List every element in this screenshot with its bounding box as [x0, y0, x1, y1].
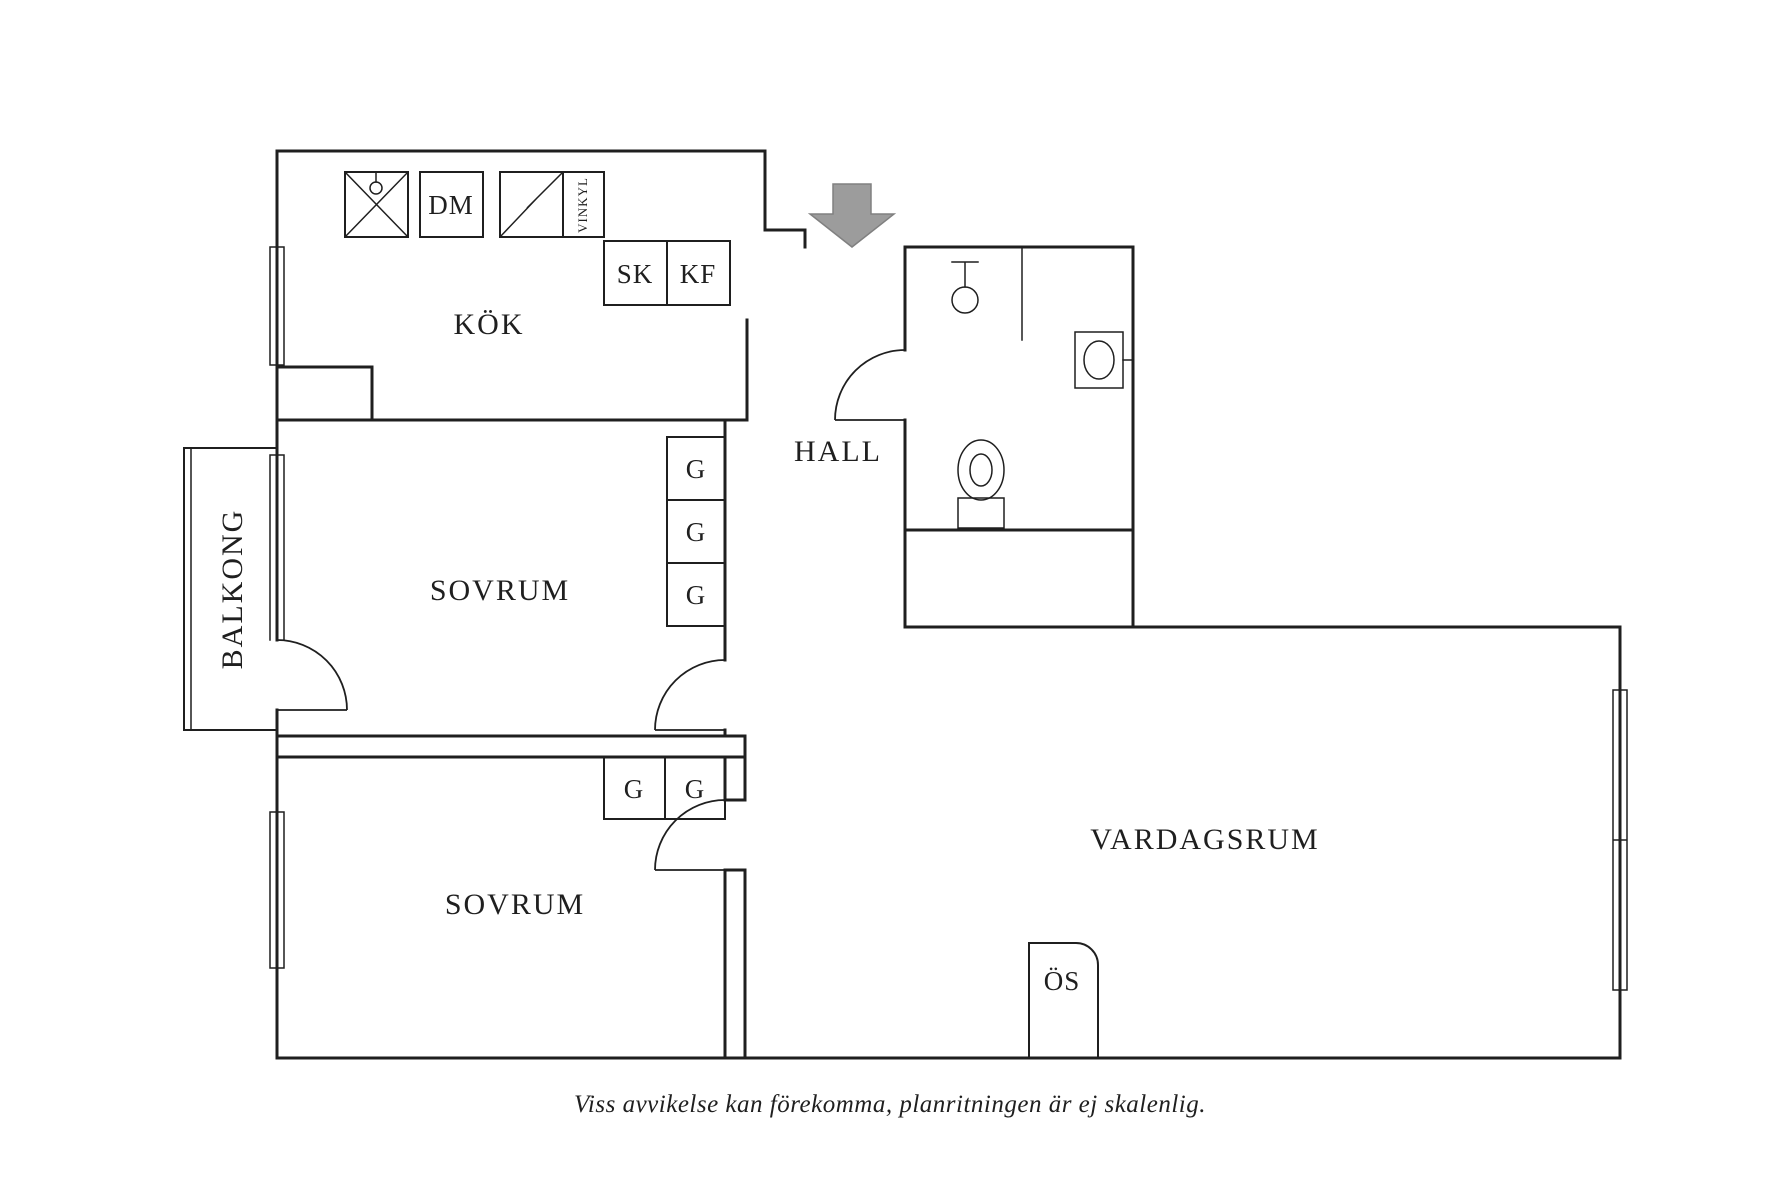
window-bedroom1-icon	[269, 454, 285, 641]
fridge-freezer-label: KF	[680, 259, 717, 289]
outer-walls	[275, 149, 1622, 1060]
fireplace-label: ÖS	[1044, 966, 1081, 996]
wardrobes-bedroom2: G G	[603, 756, 726, 820]
wall-top-kitchen-vestibule	[275, 149, 807, 249]
balcony-outline	[183, 447, 278, 731]
wall-bedroom2-living-divider	[723, 755, 747, 1060]
room-label-bedroom-upper: SOVRUM	[430, 574, 570, 607]
toilet-tank-icon	[957, 497, 1005, 529]
wine-fridge-box	[562, 171, 605, 238]
wall-right-bottom	[275, 245, 1622, 1060]
windows	[269, 246, 1628, 991]
fireplace-nook	[1028, 942, 1099, 1059]
room-label-balcony: BALKONG	[216, 509, 249, 670]
kitchen-fixtures: DM VINKYL SK KF	[343, 170, 731, 306]
room-label-kitchen: KÖK	[454, 308, 525, 341]
wardrobe-label: G	[686, 580, 707, 610]
sink-faucet-icon	[369, 181, 383, 195]
bath-sink-tap-icon	[951, 261, 979, 288]
stove-icon	[498, 170, 565, 239]
bedroom1-door-arc	[654, 659, 726, 731]
room-label-bedroom-lower: SOVRUM	[445, 888, 585, 921]
disclaimer-caption: Viss avvikelse kan förekomma, planritnin…	[574, 1091, 1206, 1118]
fridge-freezer-box	[666, 240, 731, 306]
dishwasher-box	[419, 171, 484, 238]
wardrobe-box	[666, 562, 726, 627]
sink-icon	[343, 170, 410, 239]
room-labels: KÖK HALL SOVRUM SOVRUM VARDAGSRUM BALKON…	[216, 308, 1320, 921]
toilet-bowl-icon	[957, 439, 1005, 501]
window-bedroom2-icon	[269, 811, 285, 969]
wall-kitchen-step	[275, 365, 374, 422]
bathroom-fixtures	[951, 246, 1134, 529]
internal-walls	[275, 245, 1135, 1060]
bathroom-door-arc	[834, 349, 906, 421]
washbasin-icon	[1083, 340, 1115, 380]
doors	[276, 349, 906, 871]
room-label-living-room: VARDAGSRUM	[1090, 823, 1320, 856]
window-kitchen-icon	[269, 246, 285, 366]
wardrobe-label: G	[624, 774, 645, 804]
wardrobe-label: G	[686, 517, 707, 547]
window-living-room-icon	[1612, 689, 1628, 991]
wine-fridge-label: VINKYL	[575, 177, 590, 233]
cleaning-cabinet-label: SK	[617, 259, 654, 289]
wardrobe-label: G	[686, 454, 707, 484]
bath-sink-icon	[951, 286, 979, 314]
entrance-arrow-icon	[807, 183, 897, 248]
toilet-seat-icon	[969, 453, 993, 487]
wardrobe-label: G	[685, 774, 706, 804]
wardrobe-box	[664, 756, 726, 820]
bedroom2-door-arc	[654, 799, 726, 871]
balcony-door-arc	[276, 639, 348, 711]
wall-bedroom-divider-band	[275, 734, 747, 759]
dishwasher-label: DM	[428, 190, 474, 220]
balcony	[183, 447, 278, 731]
room-label-hall: HALL	[794, 435, 882, 468]
wardrobes-bedroom1: G G G	[666, 436, 726, 627]
fireplace: ÖS	[1028, 942, 1099, 1059]
